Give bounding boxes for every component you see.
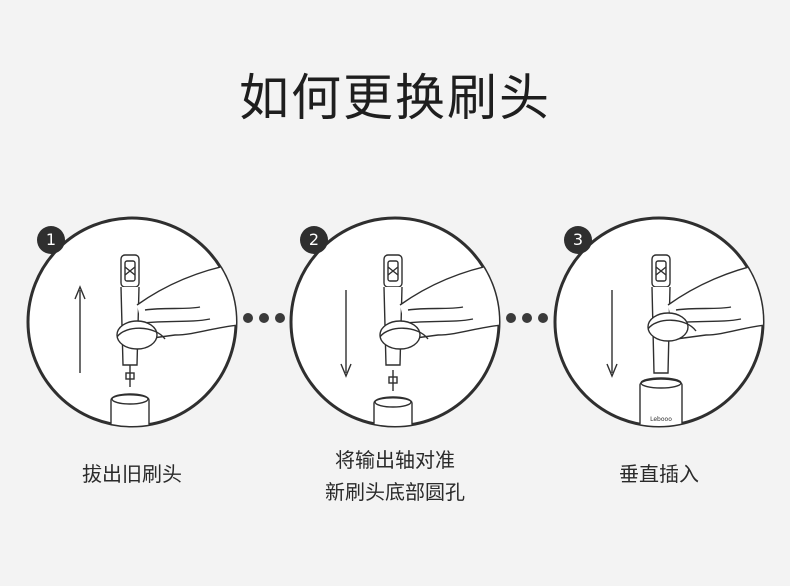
brand-mark: Lebooo: [650, 416, 672, 423]
step-2: 2: [288, 215, 502, 429]
caption-line: 将输出轴对准: [335, 448, 455, 472]
step-3-caption: 垂直插入: [539, 458, 779, 490]
step-2-caption: 将输出轴对准 新刷头底部圆孔: [275, 444, 515, 508]
dot-icon: [538, 313, 548, 323]
dot-icon: [522, 313, 532, 323]
caption-line: 拔出旧刷头: [82, 462, 182, 486]
step-1-number-badge: 1: [37, 226, 65, 254]
step-3-illustration: Lebooo: [553, 216, 765, 428]
caption-line: 垂直插入: [619, 462, 699, 486]
dot-icon: [506, 313, 516, 323]
step-3-number-badge: 3: [564, 226, 592, 254]
connector-dots-1: [243, 313, 287, 325]
step-3: Lebooo 3: [552, 215, 766, 429]
connector-dots-2: [506, 313, 550, 325]
dot-icon: [259, 313, 269, 323]
step-2-number-badge: 2: [300, 226, 328, 254]
step-1-caption: 拔出旧刷头: [12, 458, 252, 490]
dot-icon: [243, 313, 253, 323]
dot-icon: [275, 313, 285, 323]
page-title: 如何更换刷头: [239, 69, 551, 127]
step-1: 1: [25, 215, 239, 429]
step-2-illustration: [289, 216, 501, 428]
step-1-illustration: [26, 216, 238, 428]
caption-line: 新刷头底部圆孔: [325, 480, 465, 504]
